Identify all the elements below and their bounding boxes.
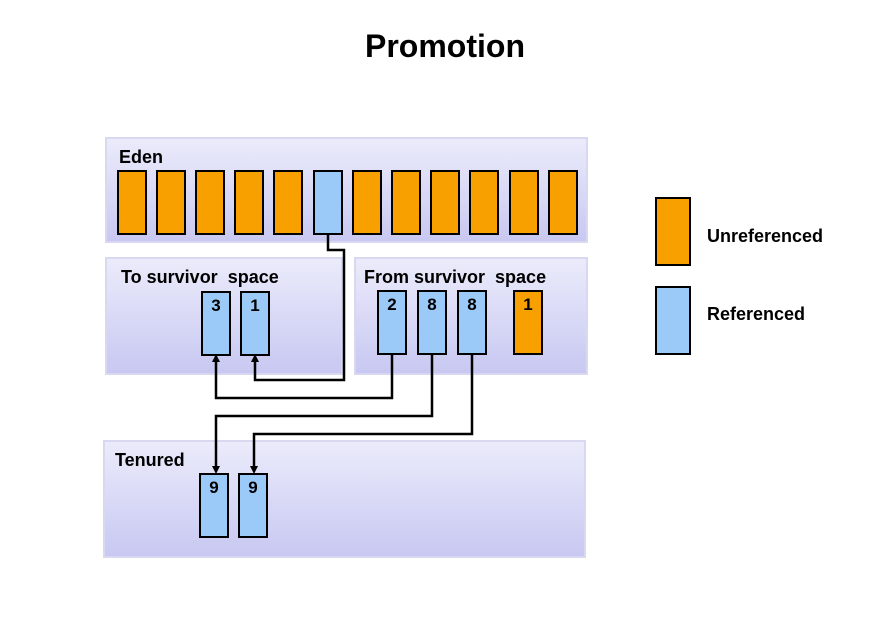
eden-object-unreferenced <box>273 170 303 235</box>
eden-object-unreferenced <box>195 170 225 235</box>
eden-object-unreferenced <box>117 170 147 235</box>
from-survivor-object: 8 <box>417 290 447 355</box>
eden-object-unreferenced <box>548 170 578 235</box>
tenured-label: Tenured <box>115 450 185 470</box>
legend-swatch-unreferenced <box>655 197 691 266</box>
legend-label-unreferenced: Unreferenced <box>707 226 824 246</box>
tenured-object: 9 <box>199 473 229 538</box>
tenured-object: 9 <box>238 473 268 538</box>
diagram-title: Promotion <box>365 28 525 64</box>
eden-label: Eden <box>119 147 164 167</box>
from-survivor-object-unreferenced: 1 <box>513 290 543 355</box>
arrow-from-survivor-to-tenured-2 <box>250 355 474 474</box>
tenured-region <box>103 440 586 558</box>
from-survivor-object: 8 <box>457 290 487 355</box>
from-survivor-label: From survivor space <box>364 267 547 287</box>
from-survivor-object: 2 <box>377 290 407 355</box>
legend-swatch-referenced <box>655 286 691 355</box>
arrow-from-survivor-to-survivor <box>212 354 394 400</box>
eden-object-unreferenced <box>430 170 460 235</box>
to-survivor-object: 3 <box>201 291 231 356</box>
to-survivor-object: 1 <box>240 291 270 356</box>
arrow-from-survivor-to-tenured-1 <box>212 355 434 474</box>
eden-object-unreferenced <box>469 170 499 235</box>
eden-object-unreferenced <box>391 170 421 235</box>
arrow-eden-to-survivor <box>251 235 346 382</box>
to-survivor-label: To survivor space <box>121 267 279 287</box>
eden-object-referenced <box>313 170 343 235</box>
eden-object-unreferenced <box>234 170 264 235</box>
legend-label-referenced: Referenced <box>707 304 806 324</box>
eden-object-unreferenced <box>509 170 539 235</box>
eden-object-unreferenced <box>156 170 186 235</box>
eden-object-unreferenced <box>352 170 382 235</box>
